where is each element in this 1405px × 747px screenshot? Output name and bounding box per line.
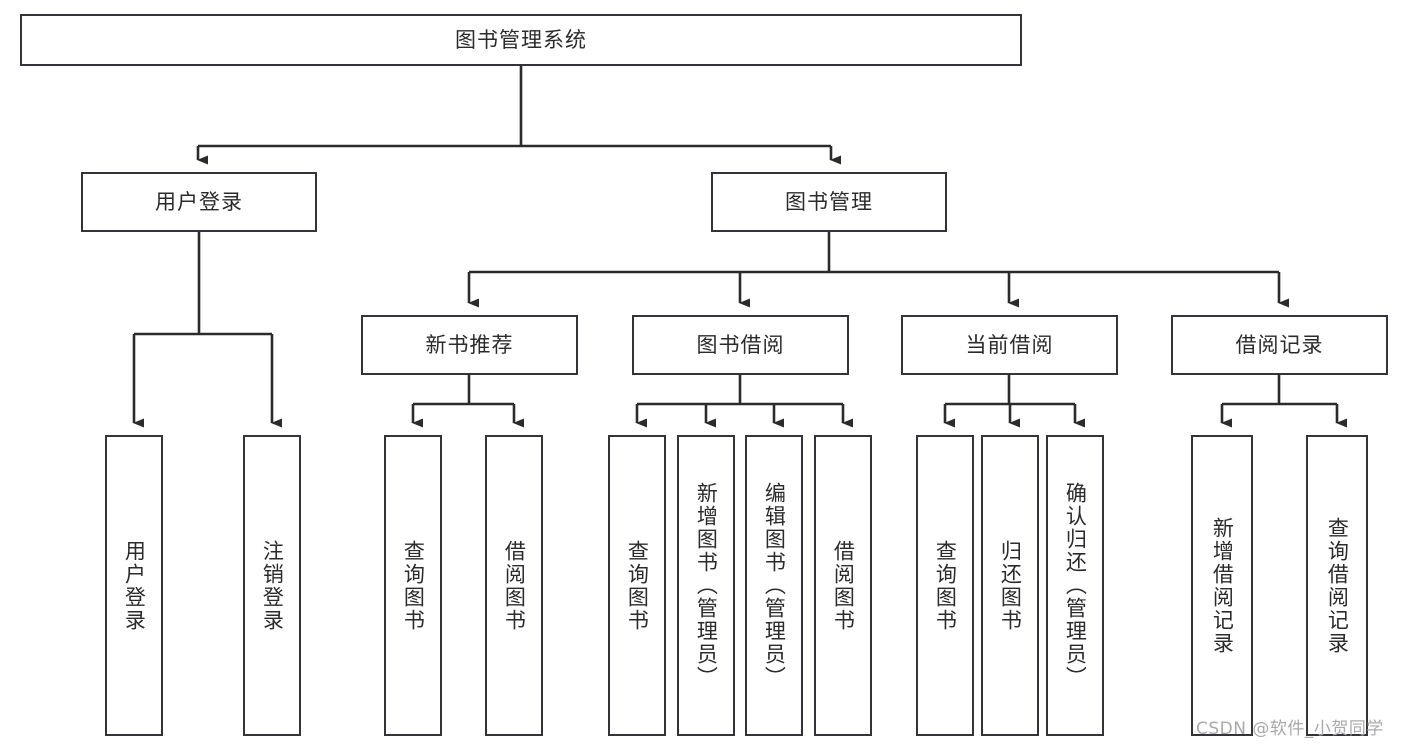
node-leaf-query-record[interactable]: 查询借阅记录	[1306, 435, 1368, 736]
node-leaf-user-logout[interactable]: 注销登录	[243, 435, 301, 736]
node-leaf-return-book[interactable]: 归还图书	[981, 435, 1039, 736]
connector-user-login-to-leaves	[132, 232, 282, 428]
node-leaf-add-record[interactable]: 新增借阅记录	[1191, 435, 1253, 736]
node-root[interactable]: 图书管理系统	[20, 14, 1022, 66]
node-root-label: 图书管理系统	[455, 27, 587, 52]
node-leaf-borrow-book-2-label: 借阅图书	[831, 539, 856, 632]
node-leaf-add-book-label: 新增图书（管理员）	[694, 482, 719, 689]
node-leaf-confirm-return[interactable]: 确认归还（管理员）	[1046, 435, 1104, 736]
connector-book-borrow-to-leaves	[635, 375, 853, 428]
node-current-borrow-label: 当前借阅	[965, 332, 1054, 357]
node-book-borrow-label: 图书借阅	[696, 332, 785, 357]
node-new-book-recommend-label: 新书推荐	[425, 332, 514, 357]
node-leaf-query-book-2-label: 查询图书	[625, 539, 650, 632]
node-leaf-query-book-1-label: 查询图书	[401, 539, 426, 632]
node-leaf-edit-book-label: 编辑图书（管理员）	[762, 482, 787, 689]
node-leaf-borrow-book-1[interactable]: 借阅图书	[485, 435, 543, 736]
node-borrow-record-label: 借阅记录	[1235, 332, 1324, 357]
connector-book-management-to-level3	[467, 232, 1289, 308]
node-leaf-borrow-book-2[interactable]: 借阅图书	[814, 435, 872, 736]
node-borrow-record[interactable]: 借阅记录	[1171, 315, 1388, 375]
node-leaf-query-book-3-label: 查询图书	[933, 539, 958, 632]
node-leaf-add-record-label: 新增借阅记录	[1210, 516, 1235, 655]
node-leaf-query-book-1[interactable]: 查询图书	[384, 435, 442, 736]
node-new-book-recommend[interactable]: 新书推荐	[361, 315, 578, 375]
node-book-management-label: 图书管理	[785, 189, 873, 214]
node-leaf-edit-book[interactable]: 编辑图书（管理员）	[745, 435, 803, 736]
node-leaf-query-record-label: 查询借阅记录	[1325, 516, 1350, 655]
node-book-borrow[interactable]: 图书借阅	[632, 315, 849, 375]
connector-new-book-recommend-to-leaves	[411, 375, 524, 428]
node-leaf-borrow-book-1-label: 借阅图书	[502, 539, 527, 632]
node-leaf-user-logout-label: 注销登录	[260, 539, 285, 632]
node-leaf-query-book-2[interactable]: 查询图书	[608, 435, 666, 736]
connector-current-borrow-to-leaves	[943, 375, 1085, 428]
node-book-management[interactable]: 图书管理	[711, 172, 947, 232]
connector-borrow-record-to-leaves	[1220, 375, 1347, 428]
node-leaf-query-book-3[interactable]: 查询图书	[916, 435, 974, 736]
node-user-login[interactable]: 用户登录	[81, 172, 317, 232]
node-leaf-user-login-label: 用户登录	[122, 539, 147, 632]
node-leaf-return-book-label: 归还图书	[998, 539, 1023, 632]
node-leaf-confirm-return-label: 确认归还（管理员）	[1063, 482, 1088, 689]
node-user-login-label: 用户登录	[155, 189, 243, 214]
connector-root-to-level2	[196, 66, 841, 165]
node-leaf-user-login[interactable]: 用户登录	[105, 435, 163, 736]
node-current-borrow[interactable]: 当前借阅	[901, 315, 1118, 375]
node-leaf-add-book[interactable]: 新增图书（管理员）	[677, 435, 735, 736]
